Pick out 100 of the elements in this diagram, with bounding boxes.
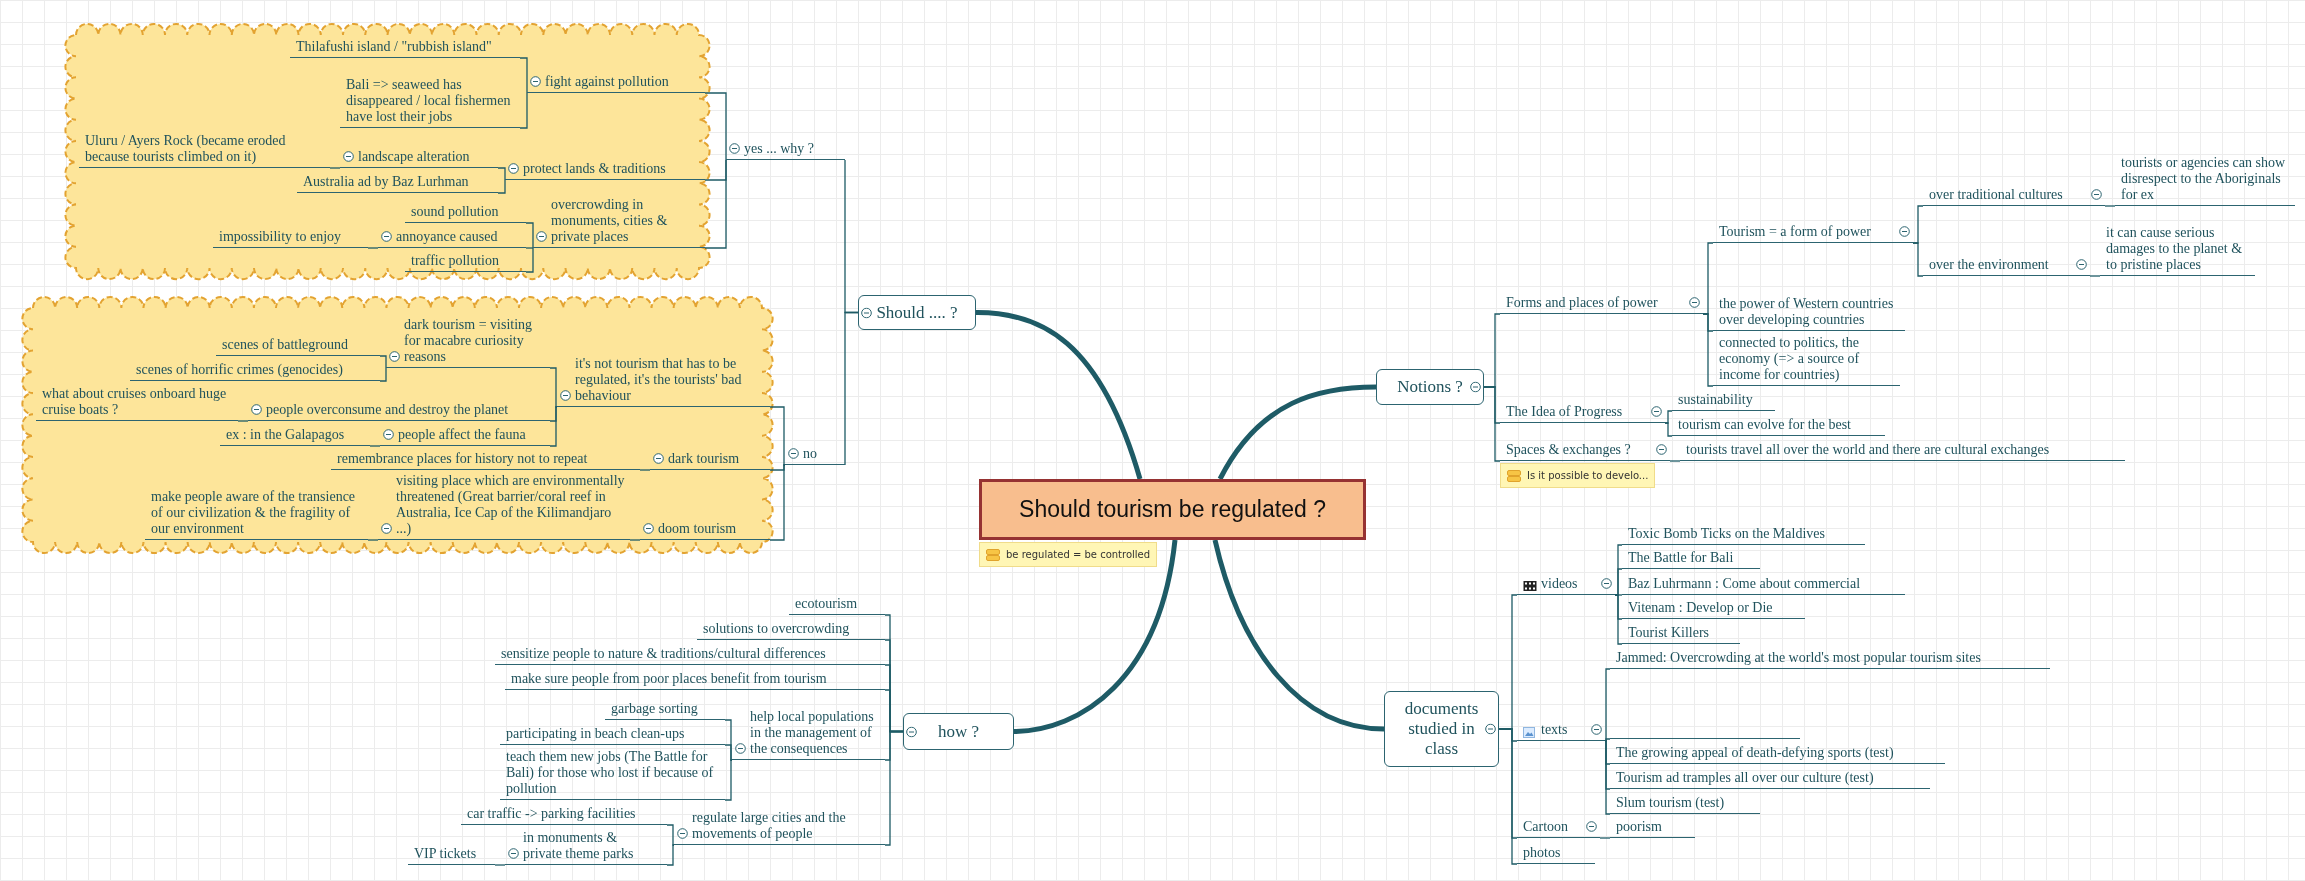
connector-line [884,730,904,846]
connector-line [525,247,534,273]
topic-text: it can cause serious damages to the planet & to pristine places [2106,225,2244,273]
connector-line [329,167,341,169]
connector-line [1664,410,1673,424]
topic-text: solutions to overcrowding [703,621,850,637]
topic-text: the power of Western countries over developing countries [1719,296,1895,328]
note-text: Is it possible to develo... [1527,469,1649,483]
topic-text: scenes of battleground [222,337,348,353]
topic-text: Baz Luhrmann : Come about commercial [1628,576,1861,592]
topic-text: Thilafushi island / "rubbish island" [296,39,492,55]
connector-line [497,179,506,194]
topic-text: make people aware of the transience of our civilization & the fragility of our environment [151,489,357,537]
topic-text: ecotourism [795,596,858,612]
connector-line [704,92,727,161]
boundary-cloud [63,22,712,281]
topic-text: Tourism ad tramples all over our culture (test) [1616,770,1874,786]
topic-text: photos [1523,845,1561,861]
connector-line [1912,242,1924,277]
connector-line [1664,422,1673,437]
connector-line [549,406,558,447]
topic-text: Forms and places of power [1506,295,1658,311]
topic-text: overcrowding in monuments, cities & private places [551,197,669,245]
topic-text: car traffic -> parking facilities [467,806,636,822]
topic-text: Bali => seaweed has disappeared / local fishermen have lost their jobs [346,77,512,125]
connector-line [367,539,379,541]
branch-curve [1217,384,1377,481]
topic-text: The growing appeal of death-defying sports (test) [1616,745,1894,761]
topic-text: Spaces & exchanges ? [1506,442,1631,458]
topic-text: no [803,446,817,462]
topic-text: tourists travel all over the world and there are cultural exchanges [1686,442,2050,458]
topic-text: sensitize people to nature & traditions/cultural differences [501,646,826,662]
topic-text: Notions ? [1397,377,1463,397]
connector-line [494,864,506,866]
connector-line [639,469,651,471]
topic-text: Uluru / Ayers Rock (became eroded because tourists climbed on it) [85,133,287,165]
topic-text: Cartoon [1523,819,1569,835]
connector-line [844,311,859,466]
topic-text: fight against pollution [545,74,669,90]
connector-line [497,167,506,181]
main-topic-box [1376,369,1484,405]
topic-text: sustainability [1678,392,1753,408]
connector-line [237,420,249,422]
topic-text: regulate large cities and the movements of people [692,810,847,842]
topic-text: Jammed: Overcrowding at the world's most popular tourism sites [1616,650,1981,666]
connector-line [629,539,641,541]
topic-text: tourists or agencies can show disrespect to the Aboriginals for ex [2121,155,2287,203]
branch-curve [975,310,1143,480]
topic-text: The Battle for Bali [1628,550,1734,566]
topic-text: landscape alteration [358,149,470,165]
topic-text: in monuments & private theme parks [523,830,635,862]
topic-text: impossibility to enjoy [219,229,342,245]
topic-text: participating in beach clean-ups [506,726,685,742]
topic-text: doom tourism [658,521,737,537]
topic-text: dark tourism [668,451,740,467]
topic-text: Toxic Bomb Ticks on the Maldives [1628,526,1825,542]
connector-line [769,464,786,541]
connector-line [2104,205,2116,207]
connector-line [1498,728,1518,865]
topic-text: yes ... why ? [744,141,814,157]
connector-line [369,445,381,447]
connector-line [1614,594,1623,645]
central-topic-box [979,479,1366,540]
connector-line [1604,738,1611,742]
topic-text: tourism can evolve for the best [1678,417,1851,433]
connector-line [519,57,528,94]
connector-line [724,744,733,761]
topic-text: traffic pollution [411,253,499,269]
connector-line [666,824,675,846]
connector-line [519,92,528,129]
topic-text: how ? [937,721,980,742]
topic-text: visiting place which are environmentally threatened (Great barrier/coral reef in Australia, Ice Cap of the Kilimandjaro ...) [396,473,626,537]
topic-text: Tourism = a form of power [1719,224,1871,240]
topic-text: sound pollution [411,204,499,220]
topic-text: protect lands & traditions [523,161,666,177]
connector-line [769,406,786,466]
topic-text: Australia ad by Baz Lurhman [303,174,469,190]
main-topic-box [858,295,976,330]
connector-line [2089,275,2101,277]
connector-line [367,247,379,249]
connector-line [1614,568,1623,596]
branch-curve [1212,539,1385,732]
topic-text: over the environment [1929,257,2049,273]
topic-text: Should tourism be regulated ? [1019,495,1326,525]
topic-text: help local populations in the management of the consequences [750,709,875,757]
topic-text: what about cruises onboard huge cruise boats ? [42,386,228,418]
topic-text: connected to politics, the economy (=> a source of income for countries) [1719,335,1861,383]
topic-text: The Idea of Progress [1506,404,1623,420]
topic-text: Should .... ? [876,302,958,323]
topic-text: videos [1541,576,1578,592]
topic-text: people overconsume and destroy the planet [266,402,509,418]
topic-text: Tourist Killers [1628,625,1710,641]
topic-text: poorism [1616,819,1662,835]
connector-line [1604,740,1611,815]
note-text: be regulated = be controlled [1006,548,1151,562]
topic-text: VIP tickets [414,846,477,862]
topic-text: teach them new jobs (The Battle for Bali) for those who lost if because of pollution [506,749,715,797]
connector-line [1702,313,1714,387]
main-topic-box [1384,691,1499,767]
topic-text: garbage sorting [611,701,698,717]
